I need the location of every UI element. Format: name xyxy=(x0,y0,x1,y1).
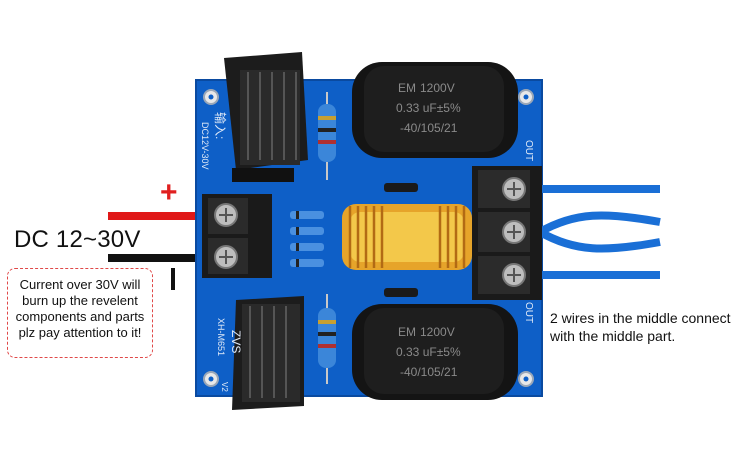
cap-bottom-line1: 1200V xyxy=(420,325,455,339)
black-diodes xyxy=(384,183,418,297)
capacitor-bottom xyxy=(352,304,518,400)
silk-part-label: XH-M651 xyxy=(216,318,226,356)
silk-v2-label: V2 xyxy=(220,382,229,392)
cap-top-brand: EM xyxy=(398,81,416,95)
resistor-bottom xyxy=(318,294,336,384)
output-terminal xyxy=(472,166,542,300)
silk-out-bottom-label: OUT xyxy=(523,302,534,323)
output-wires xyxy=(538,185,661,279)
cap-bottom-brand: EM xyxy=(398,325,416,339)
silk-voltage-label: DC12V-30V xyxy=(200,122,210,170)
small-diodes xyxy=(290,211,324,267)
note-line: 2 wires in the middle connect xyxy=(550,310,731,326)
black-wire xyxy=(108,254,210,262)
warning-line: components and parts xyxy=(15,309,145,324)
warning-line: plz pay attention to it! xyxy=(18,325,142,340)
cap-bottom-line2: 0.33 uF±5% xyxy=(396,345,461,359)
silk-out-top-label: OUT xyxy=(523,140,534,161)
heatsink-top xyxy=(224,52,308,182)
wiring-note: 2 wires in the middle connect with the m… xyxy=(550,309,731,345)
input-terminal xyxy=(202,194,272,278)
cap-bottom-line3: -40/105/21 xyxy=(400,365,458,379)
cap-top-line2: 0.33 uF±5% xyxy=(396,101,461,115)
note-line: with the middle part. xyxy=(550,328,676,344)
toroid-inductor xyxy=(342,204,472,270)
cap-top-line1: 1200V xyxy=(420,81,455,95)
silk-model-label: ZVS xyxy=(229,330,243,353)
plus-sign: + xyxy=(160,176,178,209)
heatsink-bottom xyxy=(232,296,304,410)
warning-line: Current over 30V will xyxy=(19,277,141,292)
minus-sign xyxy=(171,268,175,290)
cap-top-line3: -40/105/21 xyxy=(400,121,458,135)
warning-box: Current over 30V will burn up the revele… xyxy=(7,268,153,358)
warning-line: burn up the revelent xyxy=(22,293,138,308)
silk-input-label: 输入: xyxy=(213,112,228,139)
resistor-top xyxy=(318,92,336,180)
input-voltage-label: DC 12~30V xyxy=(14,226,141,253)
red-wire xyxy=(108,212,210,220)
capacitor-top xyxy=(352,62,518,158)
